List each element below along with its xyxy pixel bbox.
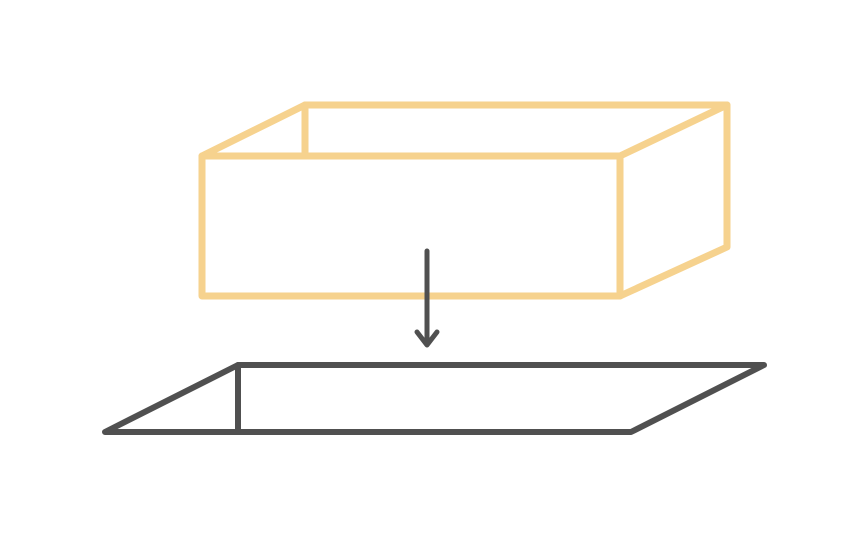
down-arrow	[414, 248, 440, 348]
arrow-head	[414, 329, 440, 348]
box-top-back-edge	[198, 101, 731, 160]
open-box	[198, 101, 731, 300]
base-parallelogram	[102, 362, 767, 435]
base-outline	[102, 362, 767, 435]
box-right-side-face	[616, 101, 731, 300]
box-front-face	[198, 152, 624, 300]
